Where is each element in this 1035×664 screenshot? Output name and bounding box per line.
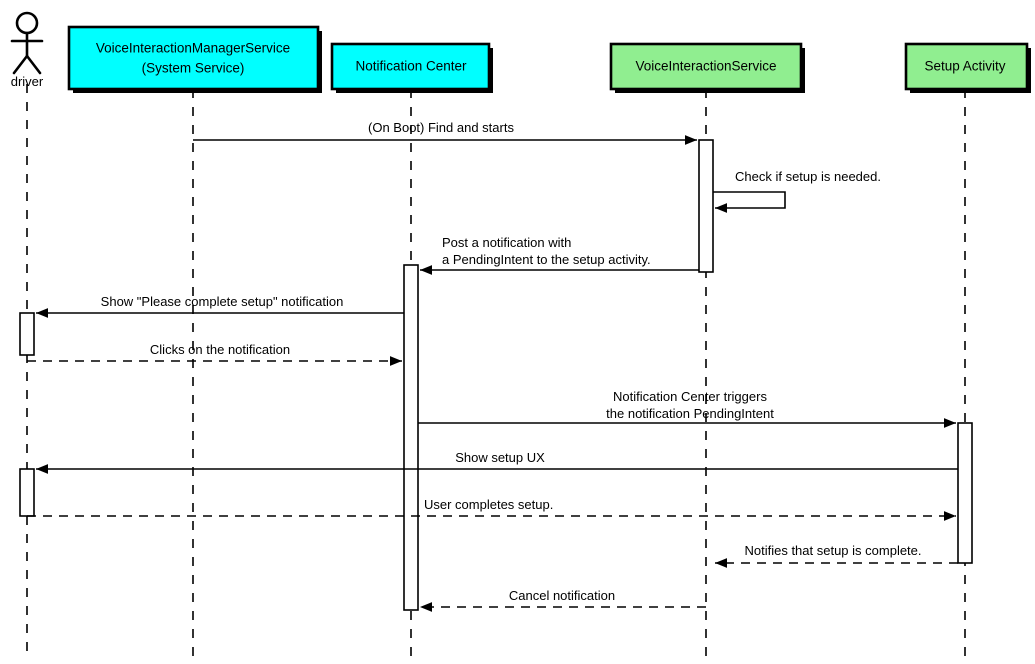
message-notification-center-triggers-pendingintent[interactable]: Notification Center triggers the notific…: [418, 389, 956, 428]
stick-figure-actor-icon: [10, 11, 44, 75]
message-clicks-on-the-notification[interactable]: Clicks on the notification: [27, 342, 402, 366]
message-arrow-m2-self-loop: [713, 191, 786, 213]
participant-label-voice-interaction-service: VoiceInteractionService: [635, 59, 776, 74]
activation-bar-driver-1: [19, 312, 35, 356]
participant-voice-interaction-service[interactable]: VoiceInteractionService: [609, 42, 805, 93]
message-label-m8: User completes setup.: [424, 497, 553, 512]
message-label-m3-line1: Post a notification with: [442, 235, 571, 250]
message-label-m3-line2: a PendingIntent to the setup activity.: [442, 252, 651, 267]
message-label-m10: Cancel notification: [509, 588, 615, 603]
participant-label-setup-activity: Setup Activity: [924, 59, 1005, 74]
participant-label-driver: driver: [11, 74, 44, 89]
message-label-m4: Show "Please complete setup" notificatio…: [101, 294, 344, 309]
message-label-m2: Check if setup is needed.: [735, 169, 881, 184]
participant-box-setup-activity[interactable]: [904, 42, 1029, 91]
activation-bars-group: [19, 139, 973, 611]
activation-bar-notification-center: [403, 264, 419, 611]
participant-vims[interactable]: VoiceInteractionManagerService (System S…: [67, 25, 322, 93]
participant-driver[interactable]: driver: [10, 11, 44, 89]
participant-box-notification-center[interactable]: [330, 42, 491, 91]
message-show-please-complete-setup-notification[interactable]: Show "Please complete setup" notificatio…: [36, 294, 404, 318]
message-label-m6-line2: the notification PendingIntent: [606, 406, 774, 421]
message-label-m1: (On Boot) Find and starts: [368, 120, 514, 135]
participant-setup-activity[interactable]: Setup Activity: [904, 42, 1031, 93]
participant-label-vims-line1: VoiceInteractionManagerService: [96, 41, 290, 56]
activation-bar-setup-activity: [957, 422, 973, 564]
participant-box-vims[interactable]: [67, 25, 320, 91]
message-label-m6-line1: Notification Center triggers: [613, 389, 767, 404]
message-show-setup-ux[interactable]: Show setup UX: [36, 450, 958, 474]
participant-notification-center[interactable]: Notification Center: [330, 42, 493, 93]
message-on-boot-find-and-starts[interactable]: (On Boot) Find and starts: [193, 120, 697, 145]
activation-bar-voice-interaction-service: [698, 139, 714, 273]
message-notifies-that-setup-is-complete[interactable]: Notifies that setup is complete.: [715, 543, 958, 568]
message-label-m9: Notifies that setup is complete.: [744, 543, 921, 558]
participant-label-notification-center: Notification Center: [355, 59, 467, 74]
message-check-if-setup-is-needed[interactable]: Check if setup is needed.: [713, 169, 881, 213]
message-user-completes-setup[interactable]: User completes setup.: [27, 497, 956, 521]
message-post-a-notification[interactable]: Post a notification with a PendingIntent…: [420, 235, 699, 275]
participant-label-vims-line2: (System Service): [142, 61, 245, 76]
message-label-m5: Clicks on the notification: [150, 342, 290, 357]
message-label-m7: Show setup UX: [455, 450, 545, 465]
message-cancel-notification[interactable]: Cancel notification: [420, 588, 706, 612]
participant-box-voice-interaction-service[interactable]: [609, 42, 803, 91]
activation-bar-driver-2: [19, 468, 35, 517]
